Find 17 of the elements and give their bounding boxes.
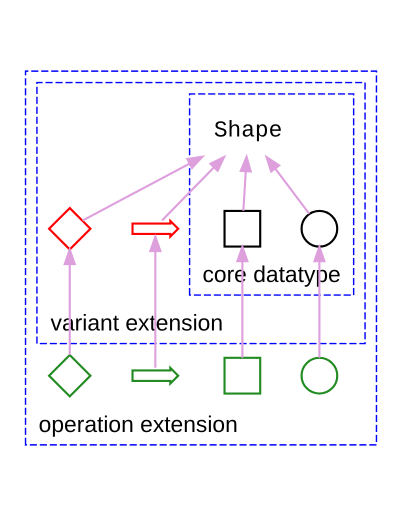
- arrow: [264, 154, 310, 214]
- node-box: [223, 356, 262, 395]
- node-text: Shape: [214, 117, 282, 144]
- arrow: [148, 234, 162, 368]
- node-box: [223, 210, 262, 248]
- arrow: [161, 154, 226, 222]
- arrow: [312, 244, 326, 358]
- node-arrow: [131, 365, 180, 386]
- arrow: [82, 155, 206, 222]
- node-circle: [300, 356, 338, 395]
- node-diamond: [48, 206, 92, 251]
- node-circle: [300, 210, 338, 248]
- node-arrow: [131, 218, 180, 240]
- arrow: [239, 154, 252, 211]
- arrow: [236, 244, 249, 358]
- arrow: [63, 246, 76, 355]
- node-diamond: [48, 354, 92, 398]
